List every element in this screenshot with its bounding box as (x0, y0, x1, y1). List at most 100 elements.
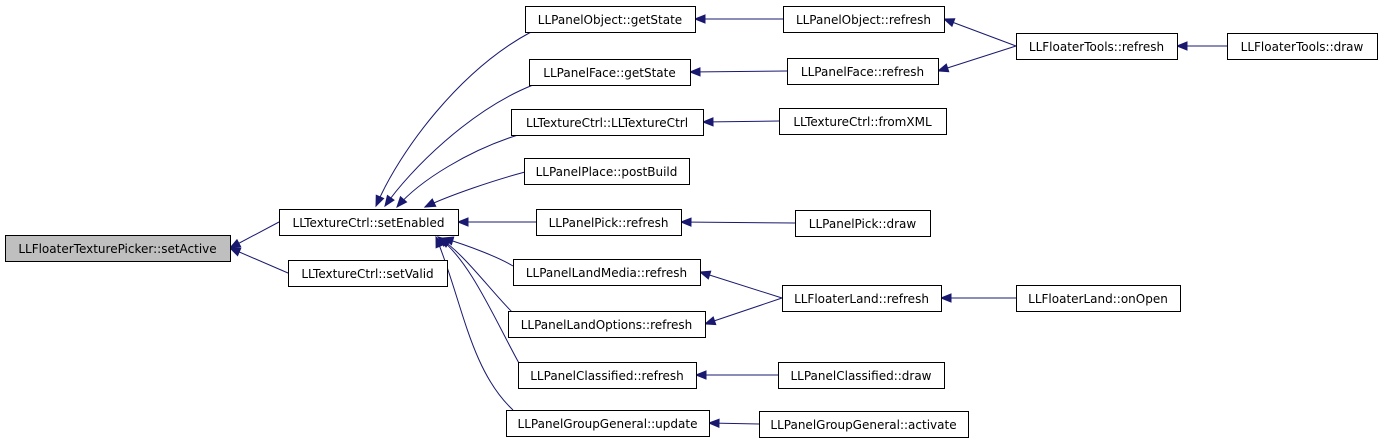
node-lltexturectrl-setvalid[interactable]: LLTextureCtrl::setValid (288, 260, 448, 287)
node-box[interactable] (508, 311, 706, 338)
node-label: LLFloaterLand::refresh (794, 292, 929, 306)
node-llpanelobject-getstate[interactable]: LLPanelObject::getState (525, 6, 696, 33)
edge-n7-to-n1 (456, 217, 536, 227)
edge-n6-to-n1 (423, 171, 526, 208)
edge-arrowhead (703, 316, 717, 326)
edge-n4-to-n1 (384, 84, 534, 208)
node-llpanelpick-refresh[interactable]: LLPanelPick::refresh (536, 209, 682, 236)
edge-arrowhead (942, 18, 956, 28)
edge-line (396, 134, 519, 208)
edge-line (699, 271, 783, 299)
node-label: LLPanelLandMedia::refresh (526, 266, 687, 280)
edge-n17-to-n10 (694, 370, 778, 380)
node-box[interactable] (795, 210, 931, 237)
node-box[interactable] (779, 108, 947, 135)
node-llpanellandmedia-refresh[interactable]: LLPanelLandMedia::refresh (513, 259, 701, 286)
edge-n5-to-n1 (396, 134, 519, 209)
node-label: LLFloaterTools::refresh (1029, 40, 1164, 54)
node-box[interactable] (5, 235, 231, 262)
node-label: LLFloaterLand::onOpen (1028, 292, 1168, 306)
node-llpanelclassified-draw[interactable]: LLPanelClassified::draw (778, 362, 945, 389)
node-llpanellandoptions-refresh[interactable]: LLPanelLandOptions::refresh (508, 311, 706, 338)
node-label: LLTextureCtrl::fromXML (793, 115, 932, 129)
node-box[interactable] (279, 209, 459, 236)
edges-layer (228, 14, 1227, 428)
edge-arrowhead (693, 14, 706, 24)
node-llpanelobject-refresh[interactable]: LLPanelObject::refresh (783, 6, 945, 33)
node-label: LLPanelClassified::draw (790, 369, 931, 383)
node-label: LLPanelPick::refresh (549, 216, 669, 230)
node-box[interactable] (782, 285, 942, 312)
node-label: LLPanelClassified::refresh (530, 369, 683, 383)
node-box[interactable] (288, 260, 448, 287)
node-llpanelface-getstate[interactable]: LLPanelFace::getState (529, 59, 691, 86)
node-llfloatertools-draw[interactable]: LLFloaterTools::draw (1227, 33, 1378, 60)
node-llpanelplace-postbuild[interactable]: LLPanelPlace::postBuild (524, 158, 690, 185)
node-box[interactable] (1016, 33, 1178, 60)
node-label: LLPanelLandOptions::refresh (521, 318, 693, 332)
node-box[interactable] (1016, 285, 1181, 312)
edge-n16-to-n8 (698, 270, 783, 299)
node-box[interactable] (778, 362, 945, 389)
edge-line (680, 221, 796, 224)
edge-n1-to-n0 (228, 221, 280, 249)
edge-line (937, 45, 1017, 72)
node-box[interactable] (759, 411, 969, 438)
node-llpanelgroupgeneral-activate[interactable]: LLPanelGroupGeneral::activate (759, 411, 969, 438)
node-lltexturectrl-lltexturectrl[interactable]: LLTextureCtrl::LLTextureCtrl (511, 109, 704, 136)
edge-arrowhead (435, 235, 445, 249)
node-llfloaterland-onopen[interactable]: LLFloaterLand::onOpen (1016, 285, 1181, 312)
edge-line (704, 297, 783, 325)
edge-n21-to-n19 (1175, 41, 1227, 51)
edge-line (437, 236, 521, 366)
node-label: LLFloaterTools::draw (1241, 40, 1364, 54)
edge-arrowhead (698, 270, 712, 280)
node-box[interactable] (518, 362, 697, 389)
node-box[interactable] (513, 259, 701, 286)
node-box[interactable] (524, 158, 690, 185)
node-llpanelpick-draw[interactable]: LLPanelPick::draw (795, 210, 931, 237)
edge-n12-to-n3 (693, 14, 783, 24)
edge-arrowhead (701, 117, 714, 127)
node-llpanelface-refresh[interactable]: LLPanelFace::refresh (787, 58, 939, 85)
edge-arrowhead (456, 217, 469, 227)
node-label: LLFloaterTexturePicker::setActive (18, 242, 216, 256)
edge-line (384, 84, 534, 207)
node-llpanelclassified-refresh[interactable]: LLPanelClassified::refresh (518, 362, 697, 389)
node-box[interactable] (511, 109, 704, 136)
node-llfloatertexturepicker-setactive[interactable]: LLFloaterTexturePicker::setActive (5, 235, 231, 262)
edge-n18-to-n11 (707, 418, 760, 428)
edge-line (689, 70, 788, 73)
edge-arrowhead (679, 217, 692, 227)
node-label: LLTextureCtrl::setEnabled (293, 216, 445, 230)
edge-arrowhead (423, 198, 437, 208)
edge-arrowhead (396, 195, 408, 209)
node-lltexturectrl-fromxml[interactable]: LLTextureCtrl::fromXML (779, 108, 947, 135)
node-box[interactable] (783, 6, 945, 33)
node-label: LLPanelObject::refresh (796, 13, 931, 27)
node-lltexturectrl-setenabled[interactable]: LLTextureCtrl::setEnabled (279, 209, 459, 236)
edge-line (229, 247, 289, 274)
edge-n14-to-n5 (701, 117, 780, 127)
node-box[interactable] (529, 59, 691, 86)
node-llfloaterland-refresh[interactable]: LLFloaterLand::refresh (782, 285, 942, 312)
edge-line (424, 171, 526, 208)
node-box[interactable] (506, 410, 710, 437)
node-box[interactable] (787, 58, 939, 85)
edge-n19-to-n13 (936, 45, 1017, 73)
edge-n13-to-n4 (688, 67, 788, 77)
node-box[interactable] (525, 6, 696, 33)
node-label: LLTextureCtrl::LLTextureCtrl (526, 116, 688, 130)
node-box[interactable] (1227, 33, 1378, 60)
node-label: LLPanelGroupGeneral::activate (770, 418, 956, 432)
edge-arrowhead (707, 418, 720, 428)
edge-arrowhead (228, 238, 242, 249)
node-label: LLTextureCtrl::setValid (301, 267, 433, 281)
edge-n19-to-n12 (942, 18, 1017, 47)
edge-arrowhead (1175, 41, 1188, 51)
node-llpanelgroupgeneral-update[interactable]: LLPanelGroupGeneral::update (506, 410, 710, 437)
node-box[interactable] (536, 209, 682, 236)
node-llfloatertools-refresh[interactable]: LLFloaterTools::refresh (1016, 33, 1178, 60)
edge-arrowhead (384, 194, 395, 208)
